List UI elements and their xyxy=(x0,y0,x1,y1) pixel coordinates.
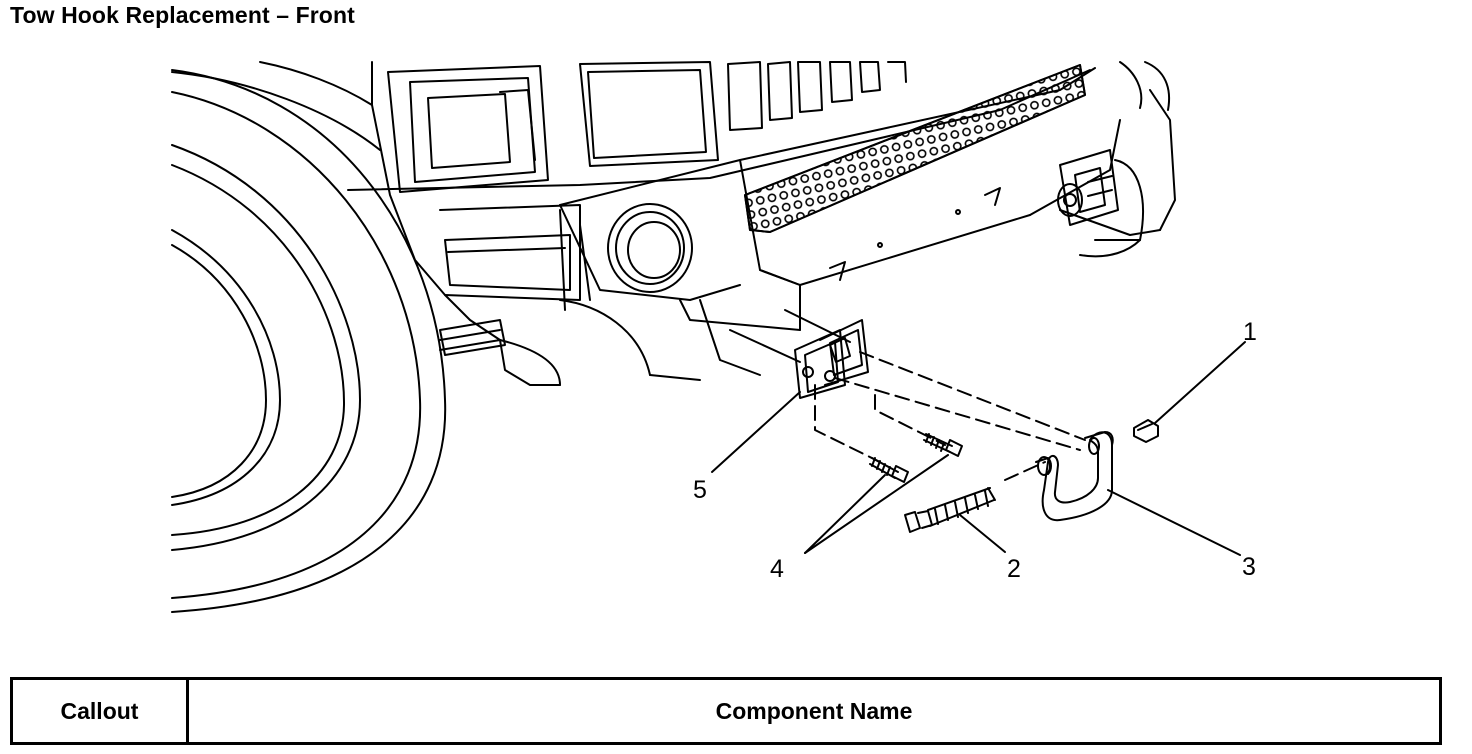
alignment-lines xyxy=(814,351,1086,481)
bolt-long xyxy=(904,487,996,533)
table-header-callout: Callout xyxy=(13,680,189,742)
bolt-short-lower xyxy=(869,457,909,483)
bolt-short-upper xyxy=(923,433,963,457)
page-title: Tow Hook Replacement – Front xyxy=(10,2,355,28)
mounting-bracket xyxy=(794,319,869,399)
callout-2: 2 xyxy=(1007,555,1021,583)
callout-1: 1 xyxy=(1243,318,1257,346)
leader-lines xyxy=(711,341,1246,556)
fender xyxy=(171,61,561,386)
installed-tow-hook xyxy=(1057,149,1144,258)
table-header-component-name: Component Name xyxy=(715,697,913,724)
callout-5: 5 xyxy=(693,476,707,504)
tow-hook-diagram: 1 2 3 4 5 xyxy=(171,61,1257,613)
grille-slots xyxy=(579,61,1170,167)
tire xyxy=(171,69,447,613)
component-table: Callout Component Name xyxy=(10,677,1442,745)
fog-lamp xyxy=(607,203,693,293)
headlamp xyxy=(387,65,549,193)
callout-3: 3 xyxy=(1242,553,1256,581)
tow-hook xyxy=(1035,431,1114,522)
bumper xyxy=(347,67,1176,386)
nut xyxy=(1133,419,1159,443)
callout-4: 4 xyxy=(770,555,784,583)
